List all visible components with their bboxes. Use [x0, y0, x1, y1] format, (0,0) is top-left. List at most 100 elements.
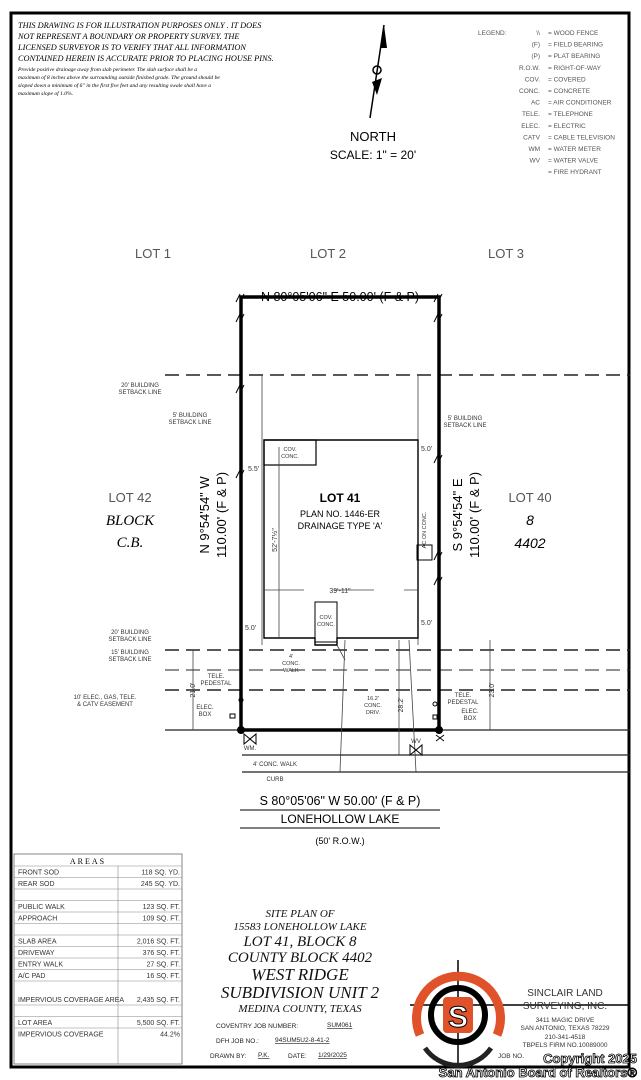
legend-symbol: (P) [531, 53, 540, 60]
east-line-bearing: S 9°54'54" E [450, 478, 465, 551]
setback-callout: SETBACK LINE [118, 390, 161, 396]
legend-description: = TELEPHONE [548, 111, 594, 118]
lot-41-label: LOT 41 [320, 491, 361, 505]
lot-42-label: LOT 42 [108, 490, 151, 505]
dim-side-left-front: 5.0' [245, 625, 256, 632]
legend-symbol: COV. [525, 76, 540, 83]
title-lot: LOT 41, BLOCK 8 [242, 934, 357, 950]
area-label: LOT AREA [18, 1020, 52, 1027]
area-label: SLAB AREA [18, 939, 57, 946]
elec-box-label: BOX [464, 716, 477, 722]
area-label: DRIVEWAY [18, 950, 55, 957]
lot-40-label: LOT 40 [508, 490, 551, 505]
watermark-line: Copyright 2025 [543, 1051, 637, 1066]
area-value: 2,016 SQ. FT. [137, 939, 180, 946]
drainage-type: DRAINAGE TYPE 'A' [298, 521, 383, 531]
tele-pedestal-label: TELE. [455, 693, 472, 699]
lot-41-boundary [239, 295, 441, 732]
conc-walk-label: WALK [283, 668, 299, 674]
watermark-line: San Antonio Board of Realtors® [439, 1065, 638, 1080]
sidewalk-label: 4' CONC. WALK [253, 762, 297, 768]
scale-label: SCALE: 1" = 20' [330, 148, 416, 162]
area-label: FRONT SOD [18, 870, 59, 877]
dim-side-right: 5.0' [421, 446, 432, 453]
right-of-way: (50' R.O.W.) [315, 836, 364, 846]
title-county-block: COUNTY BLOCK 4402 [228, 950, 373, 966]
area-value: 27 SQ. FT. [147, 962, 181, 969]
entry-walk [336, 644, 346, 661]
house-footprint [263, 439, 419, 646]
block-number: 8 [526, 512, 534, 528]
dfh-job-label: DFH JOB NO.: [216, 1038, 259, 1045]
lot-1-label: LOT 1 [135, 246, 171, 261]
legend-symbol: \\ [536, 30, 540, 37]
cov-conc-front-label: CONC. [317, 622, 335, 628]
area-label: ENTRY WALK [18, 962, 63, 969]
north-arrow-icon [369, 24, 387, 119]
driveway-label: DRIV. [366, 710, 381, 716]
legend-description: = ELECTRIC [548, 123, 586, 130]
area-value: 2,435 SQ. FT. [137, 997, 180, 1004]
company-firm-no: TBPELS FIRM NO.10089000 [523, 1042, 608, 1049]
elec-box-icon [432, 714, 438, 720]
area-value: 245 SQ. YD. [141, 881, 180, 888]
dim-side-left: 5.5' [248, 466, 259, 473]
dim-28: 28.2' [398, 698, 405, 713]
legend-symbol: (F) [532, 42, 540, 49]
company-phone: 210-341-4518 [545, 1034, 586, 1041]
north-label: NORTH [350, 129, 396, 144]
dim-house-width: 39'-11" [329, 588, 351, 595]
legend-symbol: CONC. [519, 88, 540, 95]
legend-description: = COVERED [548, 76, 586, 83]
setback-callout: SETBACK LINE [168, 420, 211, 426]
wood-fence-marks [235, 293, 443, 586]
setback-callout: 5' BUILDING [173, 413, 208, 419]
elec-box-icon [229, 713, 236, 719]
ac-label: AC ON CONC. [422, 511, 428, 548]
cov-conc-label: CONC. [281, 454, 299, 460]
lot-3-label: LOT 3 [488, 246, 524, 261]
date-value: 1/29/2025 [318, 1052, 347, 1059]
legend-description: = PLAT BEARING [548, 53, 600, 60]
water-meter-icon [243, 732, 257, 746]
legend-symbol: TELE. [522, 111, 540, 118]
company-logo: S [410, 960, 630, 1068]
setback-callout: SETBACK LINE [108, 657, 151, 663]
area-value: 16 SQ. FT. [147, 973, 181, 980]
area-label: PUBLIC WALK [18, 904, 65, 911]
legend-symbol: AC [531, 100, 540, 107]
drainage-note-line: Provide positive drainage away from slab… [17, 66, 197, 73]
ac-pad [416, 544, 433, 561]
date-label: DATE: [288, 1053, 307, 1060]
conc-walk-label: 4' [289, 654, 293, 660]
setback-callout: SETBACK LINE [108, 637, 151, 643]
water-valve-label: WV [411, 739, 421, 745]
setback-callout: SETBACK LINE [443, 423, 486, 429]
legend-description: = FIELD BEARING [548, 42, 603, 49]
area-label: APPROACH [18, 916, 57, 923]
setback-callout: 5' BUILDING [448, 416, 483, 422]
area-label: IMPERVIOUS COVERAGE AREA [18, 997, 124, 1004]
title-unit: SUBDIVISION UNIT 2 [221, 983, 380, 1002]
legend-description: = CABLE TELEVISION [548, 134, 615, 141]
drawn-by-label: DRAWN BY: [210, 1053, 246, 1060]
logo-letter: S [448, 1001, 468, 1034]
dim-23: 23.0' [489, 683, 496, 698]
drawn-by-value: P.K. [258, 1052, 270, 1059]
legend-description: = CONCRETE [548, 88, 591, 95]
lot-2-label: LOT 2 [310, 246, 346, 261]
tele-pedestal-icon [238, 697, 244, 703]
legend-description: = WOOD FENCE [548, 30, 599, 37]
legend-description: = WATER METER [548, 146, 601, 153]
area-value: 118 SQ. YD. [141, 870, 180, 877]
west-line-bearing: N 9°54'54" W [197, 476, 212, 554]
conc-walk-label: CONC. [282, 661, 300, 667]
corner-pin [435, 726, 443, 734]
water-meter-label: WM. [244, 746, 257, 752]
dim-house-depth: 52'-7½" [271, 528, 279, 552]
driveway-label: CONC. [364, 703, 382, 709]
company-name: SINCLAIR LAND [527, 988, 603, 999]
setback-callout: 20' BUILDING [111, 630, 149, 636]
elec-box-label: ELEC. [461, 709, 479, 715]
